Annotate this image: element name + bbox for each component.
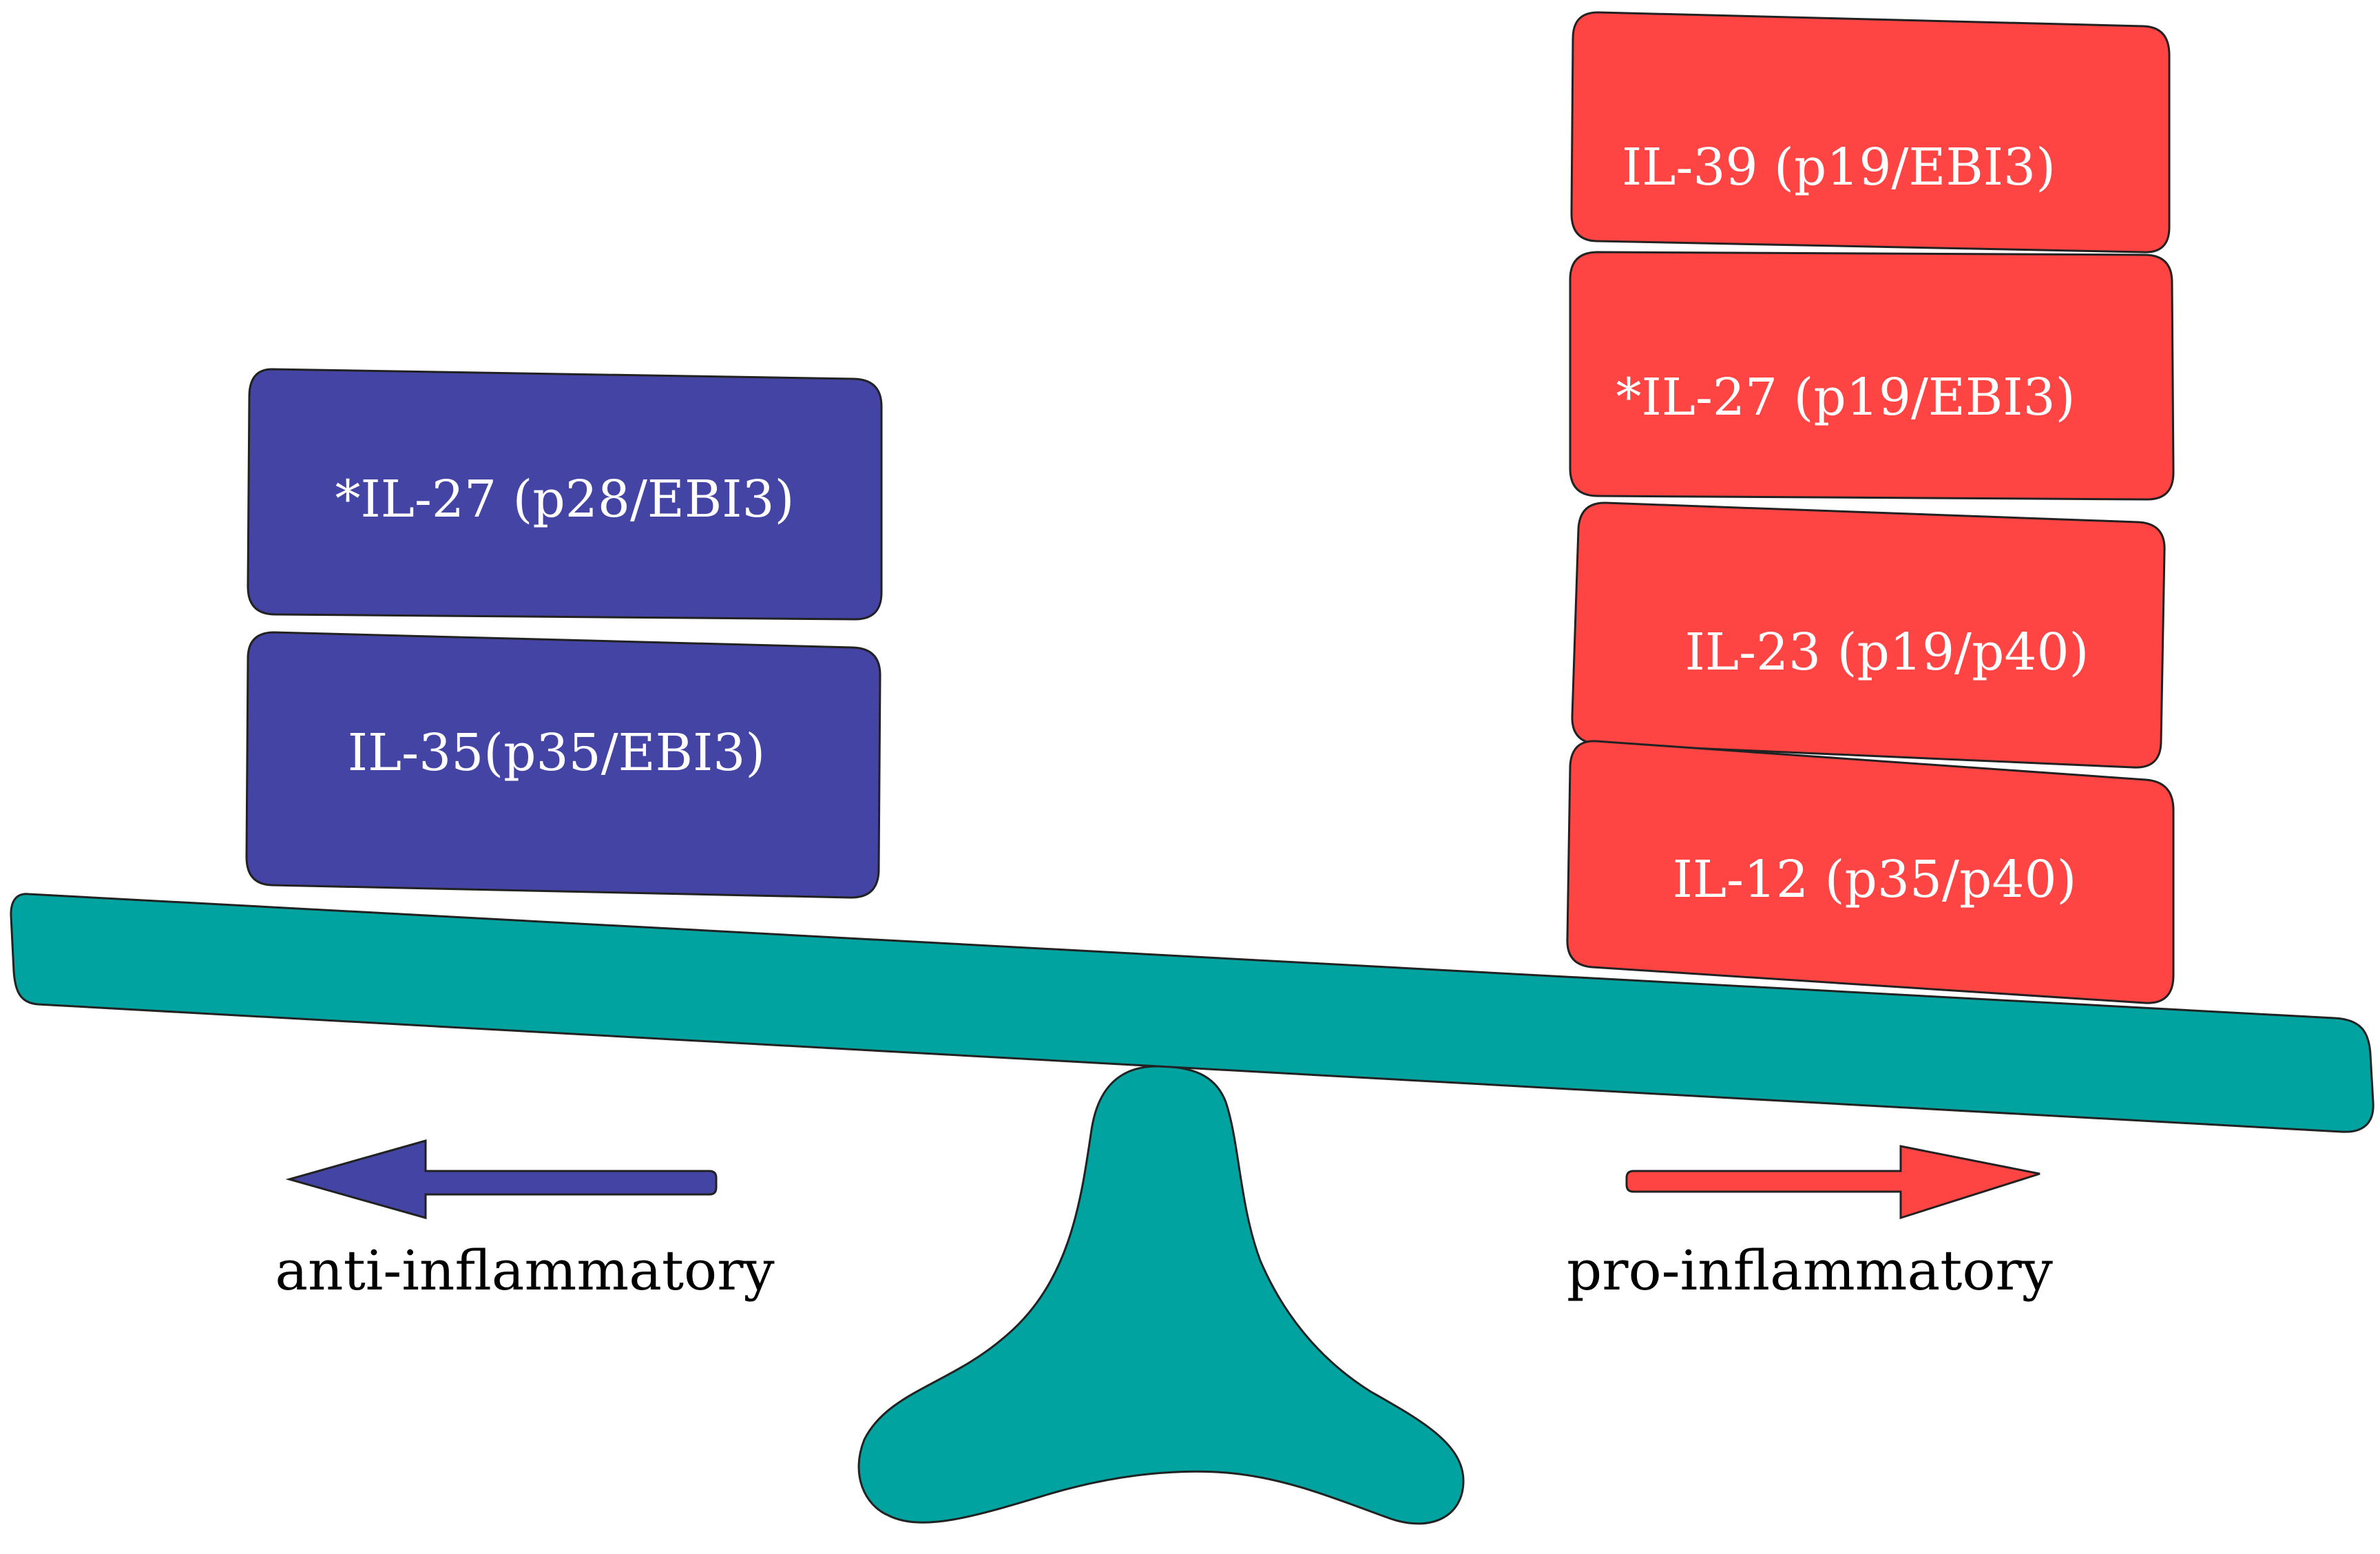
cytokine-box-anti: IL-35(p35/EBI3) [245, 631, 881, 899]
pro-inflammatory-arrow [1625, 1145, 2040, 1220]
cytokine-box-anti: *IL-27 (p28/EBI3) [247, 368, 883, 621]
cytokine-label: IL-23 (p19/p40) [1685, 623, 2089, 682]
pro-inflammatory-label: pro-inflammatory [1567, 1239, 2053, 1303]
cytokine-box-pro: IL-23 (p19/p40) [1571, 501, 2166, 769]
arrow-right-icon [1625, 1145, 2040, 1220]
cytokine-box-pro: *IL-27 (p19/EBI3) [1569, 251, 2175, 501]
cytokine-label: *IL-27 (p28/EBI3) [335, 470, 795, 529]
arrow-left-icon [285, 1139, 718, 1219]
seesaw-fulcrum [857, 1065, 1465, 1525]
anti-inflammatory-stack: *IL-27 (p28/EBI3) IL-35(p35/EBI3) [245, 368, 883, 899]
cytokine-label: IL-39 (p19/EBI3) [1622, 138, 2056, 197]
cytokine-box-pro: IL-39 (p19/EBI3) [1570, 11, 2171, 253]
cytokine-label: IL-35(p35/EBI3) [348, 723, 765, 783]
cytokine-label: *IL-27 (p19/EBI3) [1616, 368, 2076, 427]
anti-inflammatory-arrow [285, 1139, 718, 1219]
pro-inflammatory-stack: IL-39 (p19/EBI3) *IL-27 (p19/EBI3) IL-23… [1566, 11, 2175, 1004]
cytokine-label: IL-12 (p35/p40) [1673, 850, 2077, 909]
seesaw-plank [10, 893, 2374, 1133]
cytokine-box-pro: IL-12 (p35/p40) [1566, 740, 2175, 1004]
anti-inflammatory-label: anti-inflammatory [275, 1239, 774, 1303]
